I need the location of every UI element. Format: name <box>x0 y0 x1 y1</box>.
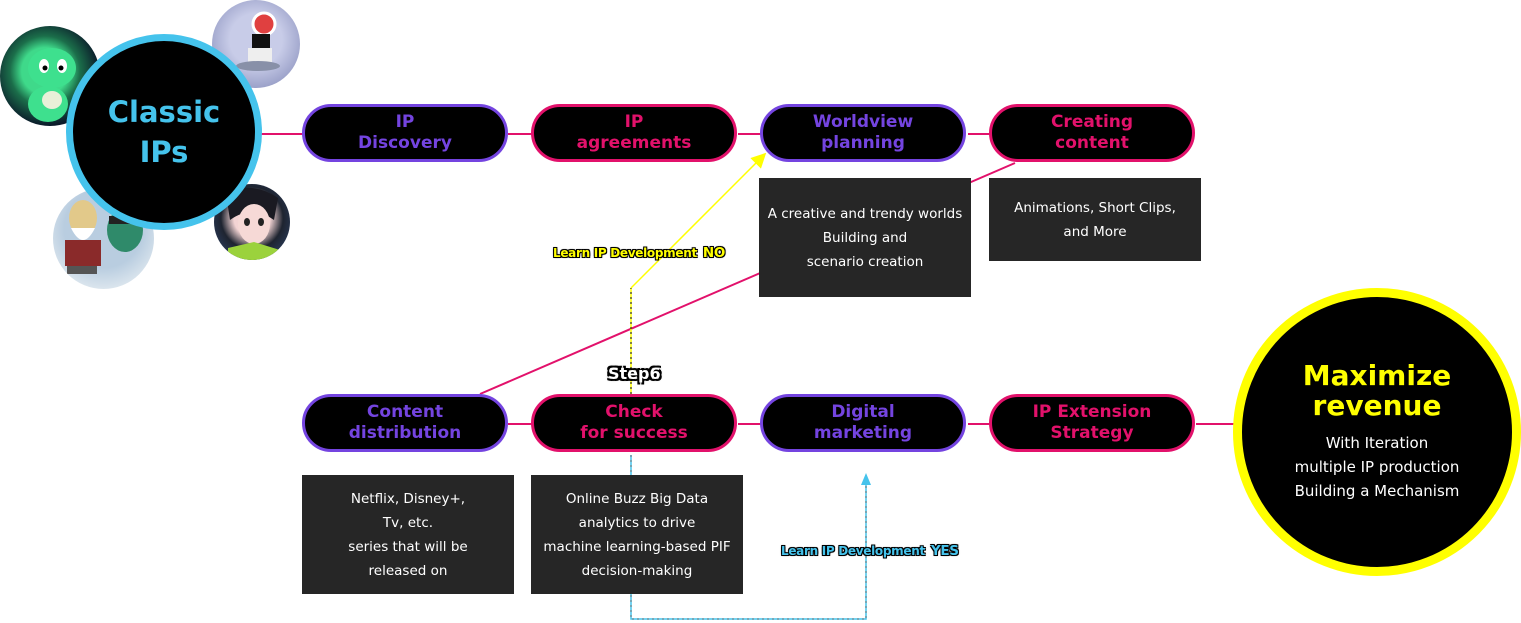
yes-label-answer: YES <box>930 543 959 559</box>
dinosaur-illustration-icon <box>28 48 76 122</box>
desc-line: analytics to drive <box>578 514 696 531</box>
end-title-line2: revenue <box>1312 389 1442 422</box>
step-ip-agreements: IP agreements <box>531 104 737 162</box>
learn-ip-development-yes-label: Learn IP Development YES <box>781 543 959 559</box>
desc-line: Animations, Short Clips, <box>1014 199 1176 216</box>
step-label-line1: Creating <box>1050 112 1134 132</box>
step-label-line1: Check <box>605 402 663 422</box>
step-label-line2: planning <box>821 133 905 153</box>
step-creating-content: Creating content <box>989 104 1195 162</box>
step-worldview-planning: Worldview planning <box>760 104 966 162</box>
step-ip-extension-strategy: IP Extension Strategy <box>989 394 1195 452</box>
yes-label-text: Learn IP Development <box>781 544 925 558</box>
desc-line: machine learning-based PIF <box>543 538 731 555</box>
step-label-line2: agreements <box>576 133 692 153</box>
desc-line: series that will be <box>348 538 468 555</box>
maximize-revenue-end-node: Maximize revenue With Iteration multiple… <box>1233 288 1521 576</box>
desc-line: decision-making <box>581 562 693 579</box>
step-label-line2: content <box>1055 133 1129 153</box>
anime-girl-character-thumbnail <box>214 184 290 260</box>
step-label-line2: marketing <box>813 423 913 443</box>
worldview-description-box: A creative and trendy worlds Building an… <box>759 178 971 297</box>
step-label-line2: for success <box>580 423 688 443</box>
anime-girl-illustration-icon <box>226 187 280 260</box>
end-subtitle-line: With Iteration <box>1325 434 1429 452</box>
check-success-description-box: Online Buzz Big Data analytics to drive … <box>531 475 743 594</box>
space-boy-character-thumbnail <box>212 0 300 88</box>
step-label-line2: Discovery <box>358 133 452 153</box>
step-label-line1: Content <box>366 402 444 422</box>
desc-line: A creative and trendy worlds <box>767 205 963 222</box>
step-label-line1: IP <box>624 112 644 132</box>
step-label-line1: Digital <box>831 402 895 422</box>
end-title-line1: Maximize <box>1302 359 1452 392</box>
start-title-line1: Classic <box>107 95 221 129</box>
no-feedback-arrow <box>630 152 767 289</box>
desc-line: released on <box>368 562 448 579</box>
desc-line: Tv, etc. <box>382 514 434 531</box>
space-boy-illustration-icon <box>236 11 280 71</box>
distribution-description-box: Netflix, Disney+, Tv, etc. series that w… <box>302 475 514 594</box>
no-label-text: Learn IP Development <box>553 246 697 260</box>
desc-line: Online Buzz Big Data <box>565 490 709 507</box>
no-label-answer: NO <box>702 245 726 261</box>
learn-ip-development-no-label: Learn IP Development NO <box>553 245 725 261</box>
step-label-line1: Worldview <box>812 112 914 132</box>
step-label-line1: IP <box>395 112 415 132</box>
desc-line: scenario creation <box>806 253 924 270</box>
step-check-for-success: Check for success <box>531 394 737 452</box>
step-label-line2: Strategy <box>1050 423 1134 443</box>
step-digital-marketing: Digital marketing <box>760 394 966 452</box>
desc-line: Building and <box>822 229 908 246</box>
step-label-line2: distribution <box>348 423 462 443</box>
step-ip-discovery: IP Discovery <box>302 104 508 162</box>
yes-feedback-arrowhead <box>861 473 871 485</box>
step-content-distribution: Content distribution <box>302 394 508 452</box>
desc-line: and More <box>1063 223 1127 240</box>
end-subtitle-line: Building a Mechanism <box>1294 482 1460 500</box>
desc-line: Netflix, Disney+, <box>350 490 466 507</box>
end-subtitle: With Iteration multiple IP production Bu… <box>1295 431 1460 503</box>
step-label-line1: IP Extension <box>1032 402 1152 422</box>
creating-content-description-box: Animations, Short Clips, and More <box>989 178 1201 261</box>
start-title-line2: IPs <box>139 135 189 169</box>
step6-label: Step6 <box>608 364 661 383</box>
end-subtitle-line: multiple IP production <box>1294 458 1460 476</box>
classic-ips-start-node: Classic IPs <box>66 34 262 230</box>
